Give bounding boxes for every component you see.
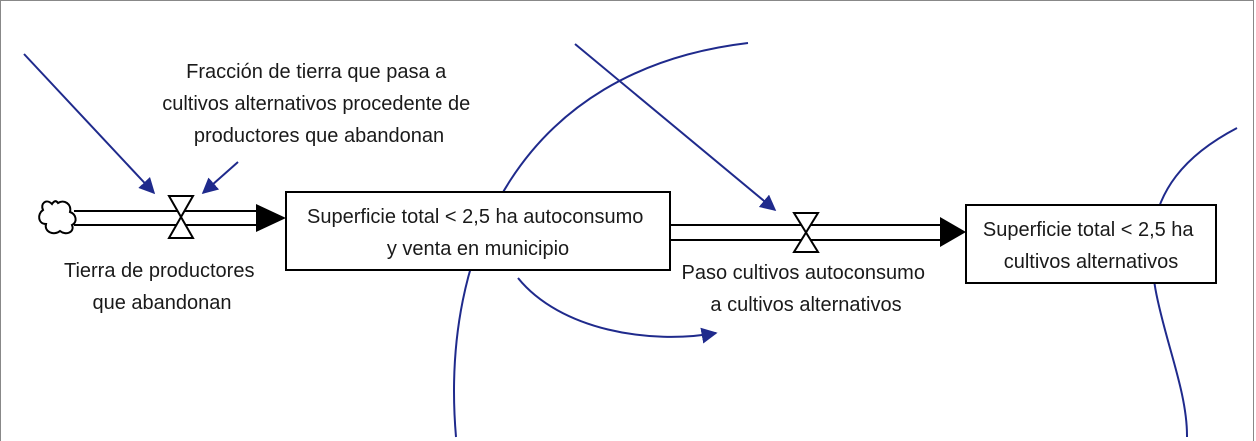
flow-arrowhead-2	[940, 217, 966, 247]
flow-1-label: Tierra de productores que abandonan	[64, 260, 260, 314]
stock-box-1[interactable]	[285, 191, 671, 271]
link-stock1-to-flow2	[517, 277, 718, 344]
link-topleft-to-valve1	[23, 53, 156, 195]
link-aux-to-valve1	[201, 161, 239, 195]
flow-2-label: Paso cultivos autoconsumo a cultivos alt…	[681, 262, 930, 316]
flow-pipe-2	[670, 217, 966, 247]
stock-1-label: Superficie total < 2,5 ha autoconsumo y …	[307, 206, 649, 260]
link-curve-to-aux	[574, 43, 777, 212]
valve-1[interactable]	[167, 195, 195, 239]
cloud-source-icon	[38, 200, 77, 235]
stock-2-label: Superficie total < 2,5 ha cultivos alter…	[983, 219, 1199, 273]
link-curve-large-left	[453, 42, 749, 438]
flow-pipe-1	[74, 204, 286, 232]
stock-box-2[interactable]	[965, 204, 1217, 284]
valve-2[interactable]	[792, 212, 820, 253]
flow-arrowhead-1	[256, 204, 286, 232]
aux-1-label: Fracción de tierra que pasa a cultivos a…	[162, 61, 476, 147]
